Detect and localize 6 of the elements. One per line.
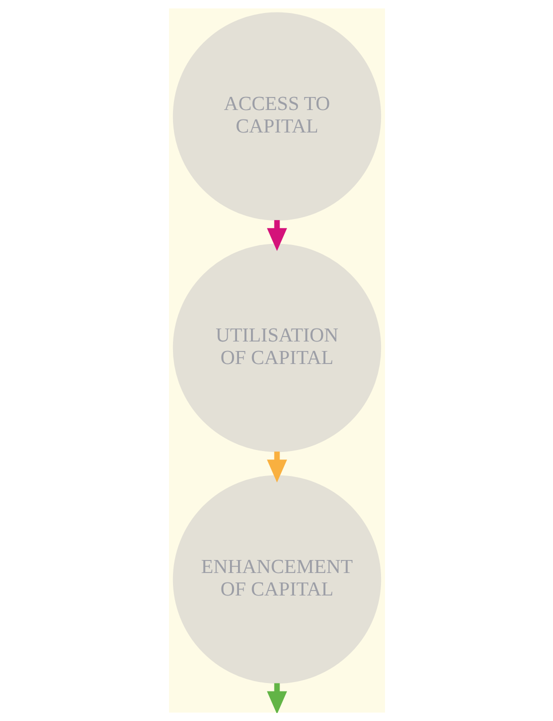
node-circle: ACCESS TO CAPITAL (172, 12, 381, 221)
node-circle: ENHANCEMENT OF CAPITAL (172, 475, 381, 684)
arrow (266, 683, 287, 713)
node-circle: UTILISATION OF CAPITAL (172, 244, 381, 452)
arrow (266, 220, 287, 252)
arrow (266, 452, 287, 483)
